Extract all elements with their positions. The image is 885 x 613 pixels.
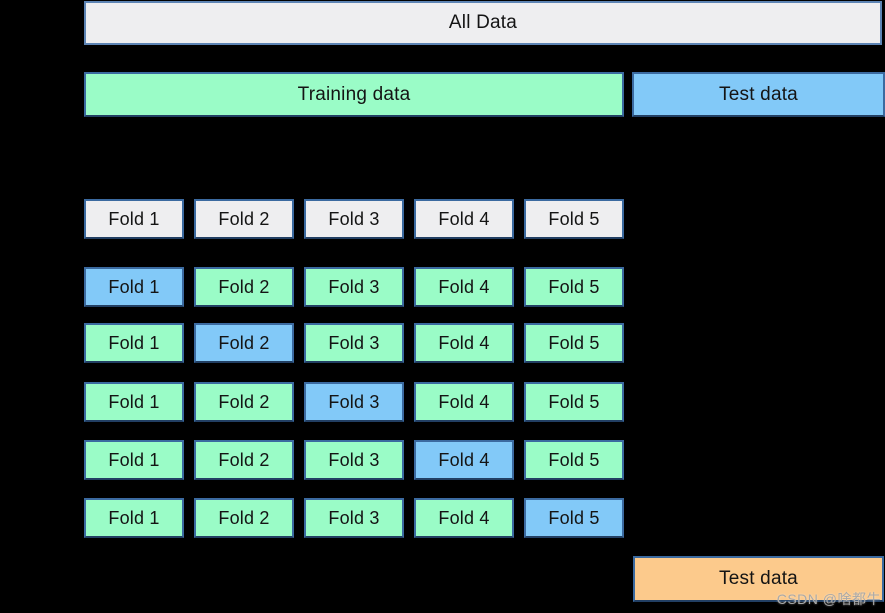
fold-label: Fold 3 — [328, 332, 380, 353]
fold-cell-train: Fold 3 — [304, 440, 404, 480]
cv-iteration-row-2: Fold 1 Fold 2 Fold 3 Fold 4 Fold 5 — [84, 323, 624, 363]
fold-label: Fold 1 — [108, 449, 160, 470]
fold-cell-train: Fold 2 — [194, 267, 294, 307]
fold-label: Fold 4 — [438, 391, 490, 412]
fold-cell-train: Fold 5 — [524, 323, 624, 363]
fold-label: Fold 1 — [108, 507, 160, 528]
fold-cell-train: Fold 3 — [304, 323, 404, 363]
fold-label: Fold 2 — [218, 391, 270, 412]
fold-label: Fold 5 — [548, 276, 600, 297]
fold-label: Fold 3 — [328, 276, 380, 297]
fold-cell-train: Fold 3 — [304, 267, 404, 307]
fold-label: Fold 2 — [218, 449, 270, 470]
fold-label: Fold 2 — [218, 208, 270, 229]
fold-cell-train: Fold 5 — [524, 267, 624, 307]
training-data-bar: Training data — [84, 72, 624, 117]
cv-iteration-row-4: Fold 1 Fold 2 Fold 3 Fold 4 Fold 5 — [84, 440, 624, 480]
all-data-label: All Data — [448, 12, 518, 33]
fold-label: Fold 1 — [108, 276, 160, 297]
cv-iteration-row-3: Fold 1 Fold 2 Fold 3 Fold 4 Fold 5 — [84, 382, 624, 422]
test-data-bar: Test data — [632, 72, 885, 117]
fold-cell-train: Fold 4 — [414, 267, 514, 307]
fold-header-cell: Fold 5 — [524, 199, 624, 239]
fold-cell-test: Fold 3 — [304, 382, 404, 422]
fold-cell-test: Fold 4 — [414, 440, 514, 480]
fold-cell-train: Fold 1 — [84, 498, 184, 538]
fold-label: Fold 2 — [218, 276, 270, 297]
fold-header-cell: Fold 4 — [414, 199, 514, 239]
fold-cell-train: Fold 1 — [84, 382, 184, 422]
fold-label: Fold 1 — [108, 208, 160, 229]
fold-cell-train: Fold 4 — [414, 498, 514, 538]
fold-header-cell: Fold 3 — [304, 199, 404, 239]
fold-label: Fold 3 — [328, 507, 380, 528]
fold-label: Fold 2 — [218, 507, 270, 528]
fold-label: Fold 5 — [548, 208, 600, 229]
fold-cell-train: Fold 4 — [414, 382, 514, 422]
fold-label: Fold 4 — [438, 507, 490, 528]
fold-cell-train: Fold 2 — [194, 382, 294, 422]
fold-label: Fold 1 — [108, 391, 160, 412]
cv-iteration-row-1: Fold 1 Fold 2 Fold 3 Fold 4 Fold 5 — [84, 267, 624, 307]
fold-label: Fold 5 — [548, 332, 600, 353]
fold-label: Fold 4 — [438, 449, 490, 470]
fold-header-row: Fold 1 Fold 2 Fold 3 Fold 4 Fold 5 — [84, 199, 624, 239]
fold-label: Fold 5 — [548, 507, 600, 528]
fold-cell-train: Fold 2 — [194, 498, 294, 538]
fold-cell-test: Fold 2 — [194, 323, 294, 363]
fold-cell-train: Fold 1 — [84, 440, 184, 480]
fold-cell-train: Fold 4 — [414, 323, 514, 363]
training-data-label: Training data — [297, 83, 411, 105]
fold-label: Fold 4 — [438, 276, 490, 297]
fold-label: Fold 5 — [548, 449, 600, 470]
fold-label: Fold 3 — [328, 391, 380, 412]
fold-cell-train: Fold 2 — [194, 440, 294, 480]
fold-header-cell: Fold 2 — [194, 199, 294, 239]
fold-label: Fold 4 — [438, 208, 490, 229]
fold-label: Fold 2 — [218, 332, 270, 353]
cv-iteration-row-5: Fold 1 Fold 2 Fold 3 Fold 4 Fold 5 — [84, 498, 624, 538]
fold-label: Fold 5 — [548, 391, 600, 412]
fold-label: Fold 1 — [108, 332, 160, 353]
all-data-bar: All Data — [84, 1, 882, 45]
fold-cell-train: Fold 5 — [524, 382, 624, 422]
csdn-watermark: CSDN @啥都牛 — [776, 591, 881, 607]
fold-cell-test: Fold 5 — [524, 498, 624, 538]
fold-cell-test: Fold 1 — [84, 267, 184, 307]
test-data-label: Test data — [719, 83, 798, 105]
fold-cell-train: Fold 3 — [304, 498, 404, 538]
fold-header-cell: Fold 1 — [84, 199, 184, 239]
fold-label: Fold 3 — [328, 449, 380, 470]
fold-cell-train: Fold 1 — [84, 323, 184, 363]
fold-cell-train: Fold 5 — [524, 440, 624, 480]
final-test-data-label: Test data — [719, 568, 798, 589]
fold-label: Fold 3 — [328, 208, 380, 229]
final-test-data-bar: Test data — [633, 556, 884, 602]
fold-label: Fold 4 — [438, 332, 490, 353]
